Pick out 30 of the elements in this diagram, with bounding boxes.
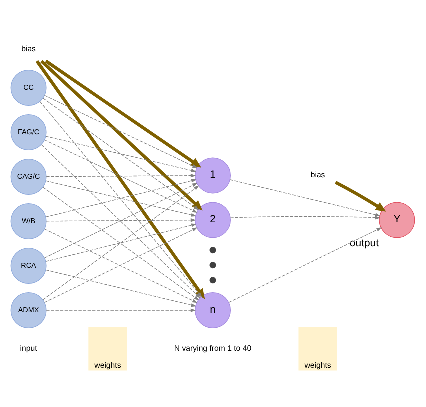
node-circle: CC: [10, 70, 47, 106]
arrow: [42, 98, 200, 210]
node-circle: [210, 246, 216, 254]
node-circle: [210, 276, 216, 284]
node-circle: W/B: [10, 203, 47, 239]
arrow: [230, 179, 381, 216]
arrow: [46, 308, 196, 312]
node-circle: RCA: [10, 248, 47, 284]
node-circle: CAG/C: [10, 158, 47, 194]
arrow: [36, 60, 206, 299]
node-label: output: [350, 238, 380, 249]
arrow: [40, 100, 202, 298]
node-circle: Y: [379, 202, 416, 238]
arrow: [335, 180, 386, 212]
node-circle: ADMX: [10, 292, 47, 328]
arrow: [41, 144, 201, 298]
node-circle: [210, 262, 216, 268]
arrow: [40, 60, 203, 210]
arrow: [46, 136, 197, 172]
arrow: [46, 223, 197, 262]
node-circle: FAG/C: [10, 114, 47, 150]
arrow: [45, 59, 202, 168]
arrow: [44, 139, 198, 212]
arrow: [230, 216, 381, 220]
arrow: [44, 94, 198, 168]
arrow: [46, 174, 196, 178]
arrow: [46, 218, 196, 222]
arrow: [228, 227, 382, 302]
arrow: [46, 269, 197, 307]
arrow: [44, 182, 198, 258]
